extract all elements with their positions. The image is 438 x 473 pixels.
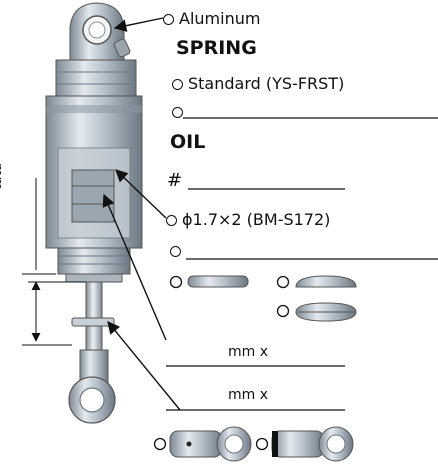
spring-header: SPRING (176, 37, 257, 59)
oil-prefix: # (167, 170, 183, 191)
piston (71, 169, 115, 223)
spring-option-blank (172, 104, 188, 120)
piston-rod (85, 281, 103, 323)
piston-option-blank (170, 243, 186, 259)
oil-header: OIL (170, 131, 206, 153)
leader-lines (102, 17, 181, 411)
option-circle-icon (166, 215, 177, 226)
spring-option-standard: Standard (YS-FRST) (172, 76, 344, 92)
rod-end-options (153, 426, 354, 462)
spring-collar (55, 59, 137, 97)
washer-options (169, 275, 357, 322)
piston-option-172: ϕ1.7×2 (BM-S172) (166, 212, 330, 228)
dimension-lines (22, 178, 86, 346)
spring-option-standard-text: Standard (YS-FRST) (188, 74, 345, 93)
top-mount-label: Aluminum (163, 11, 260, 27)
lower-collar (57, 247, 131, 275)
dimension-unit-label: mm (0, 163, 5, 191)
rod-spacer (71, 317, 115, 327)
washer-flat (187, 275, 249, 288)
option-circle-icon (163, 14, 174, 25)
option-circle-icon (170, 246, 181, 257)
dimension-row-1: mm x (228, 344, 269, 360)
dimension-row-2: mm x (228, 387, 269, 403)
option-circle-icon (172, 79, 183, 90)
top-mount-text: Aluminum (179, 9, 261, 28)
washer-dome (295, 275, 357, 288)
blank-fields (166, 117, 438, 411)
lower-rod-end (68, 349, 116, 424)
piston-option-172-text: ϕ1.7×2 (BM-S172) (182, 210, 331, 229)
top-mount (69, 2, 131, 61)
option-circle-icon (172, 107, 183, 118)
